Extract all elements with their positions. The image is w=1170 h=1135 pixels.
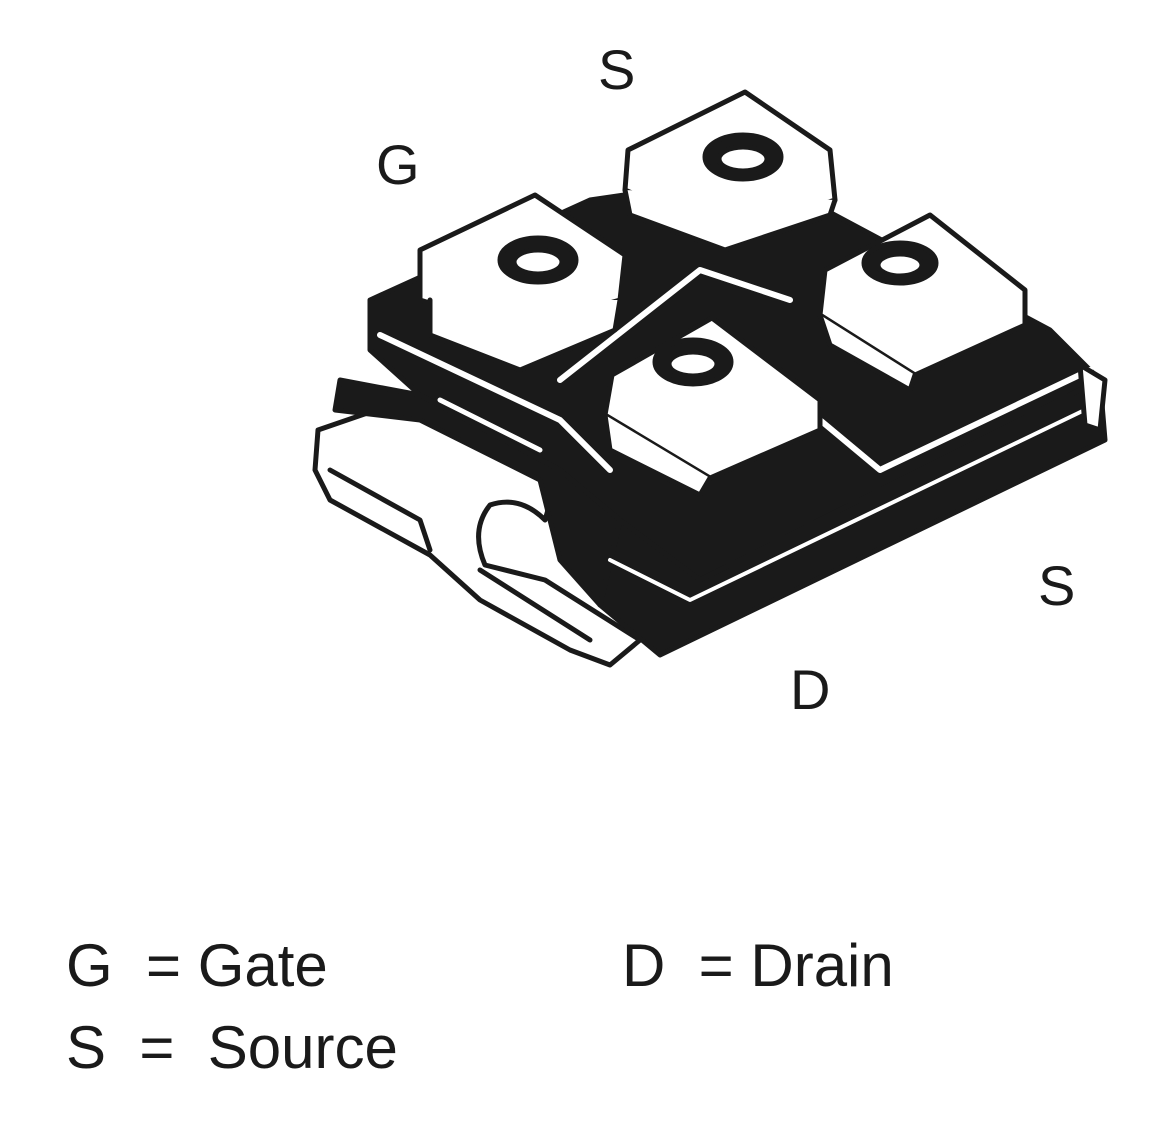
package-body-left-side [332, 377, 623, 608]
legend-gate: G = Gate [66, 932, 328, 999]
left-mounting-flange [312, 392, 643, 668]
pin-label-source-top: S [598, 38, 636, 101]
pin-label-drain: D [790, 658, 831, 721]
pin-label-source-right: S [1038, 554, 1076, 617]
pin-label-gate: G [376, 133, 420, 196]
legend-source: S = Source [66, 1014, 398, 1081]
legend-drain: D = Drain [622, 932, 894, 999]
